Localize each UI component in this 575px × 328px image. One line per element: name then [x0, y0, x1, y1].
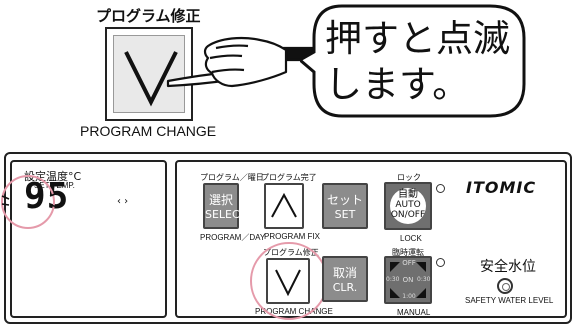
chevron-up-icon: [271, 192, 297, 218]
set-temp-label: 設定温度°C: [24, 170, 82, 183]
program-change-button[interactable]: [266, 258, 310, 304]
manual-time-3: 1:00: [402, 293, 416, 300]
safety-water-level-jp: 安全水位: [480, 259, 536, 275]
program-day-top-label: プログラム／曜日: [200, 173, 264, 182]
blink-circle-program-change: [250, 242, 328, 320]
set-button-en: SET: [334, 208, 356, 221]
program-day-bottom-label: PROGRAM／DAY: [200, 233, 266, 242]
display-nav-arrows: ‹ ›: [117, 196, 129, 207]
auto-button-jp: 自動: [398, 189, 418, 200]
program-change-caption-jp: プログラム修正: [96, 7, 201, 25]
safety-water-level-en: SAFETY WATER LEVEL: [465, 296, 554, 305]
set-button[interactable]: セット SET: [322, 183, 368, 229]
chevron-down-icon: [275, 269, 301, 297]
program-fix-button[interactable]: [264, 183, 304, 229]
program-change-bottom-label: PROGRAM CHANGE: [255, 307, 333, 316]
temperature-display: 設定温度°C SET TEMP. 95 ‹ ›: [10, 160, 167, 318]
speech-bubble-line2: します。: [325, 63, 470, 106]
auto-indicator-led: [436, 184, 445, 193]
select-button[interactable]: 選択 SELECT: [203, 183, 247, 229]
clear-button-en: CLR.: [332, 281, 358, 294]
lock-top-label: ロック: [397, 173, 421, 182]
speech-bubble-line1: 押すと点滅: [325, 17, 510, 60]
manual-top-label: 臨時運転: [392, 248, 424, 257]
safety-water-level-lamp: [497, 278, 513, 294]
set-button-jp: セット: [326, 193, 363, 207]
auto-button-en: AUTO: [395, 200, 421, 210]
manual-on-label: ON: [402, 276, 414, 284]
chevron-down-icon: [124, 51, 178, 107]
lock-bottom-label: LOCK: [400, 234, 422, 243]
pointing-hand-icon: [166, 36, 325, 88]
brand-logo: ITOMIC: [466, 178, 537, 197]
manual-run-button[interactable]: OFF 0:30 ON 0:30 1:00: [384, 256, 432, 304]
program-change-caption-en: PROGRAM CHANGE: [80, 123, 217, 139]
program-fix-top-label: プログラム完了: [261, 173, 317, 182]
manual-off-label: OFF: [402, 259, 416, 267]
clear-button[interactable]: 取消 CLR.: [322, 256, 368, 302]
select-button-en: SELECT: [205, 208, 247, 221]
manual-bottom-label: MANUAL: [397, 308, 431, 317]
rotate-arrows-icon: [390, 262, 426, 298]
blink-circle-display: [1, 175, 59, 229]
manual-time-1: 0:30: [386, 276, 400, 283]
clear-button-jp: 取消: [332, 266, 357, 280]
auto-button-onoff: ON/OFF: [390, 210, 426, 220]
auto-lock-button[interactable]: 自動 AUTO ON/OFF: [384, 182, 432, 230]
speech-bubble: [300, 4, 526, 118]
program-change-button-large[interactable]: [105, 27, 193, 121]
program-change-top-label: プログラム修正: [263, 248, 319, 257]
program-fix-bottom-label: PROGRAM FIX: [264, 232, 321, 241]
select-button-jp: 選択: [208, 193, 233, 207]
manual-indicator-led: [436, 258, 445, 267]
set-temp-sublabel: SET TEMP.: [34, 181, 75, 190]
speech-bubble-text: 押すと点滅 します。: [325, 16, 525, 108]
manual-time-2: 0:30: [417, 276, 431, 283]
